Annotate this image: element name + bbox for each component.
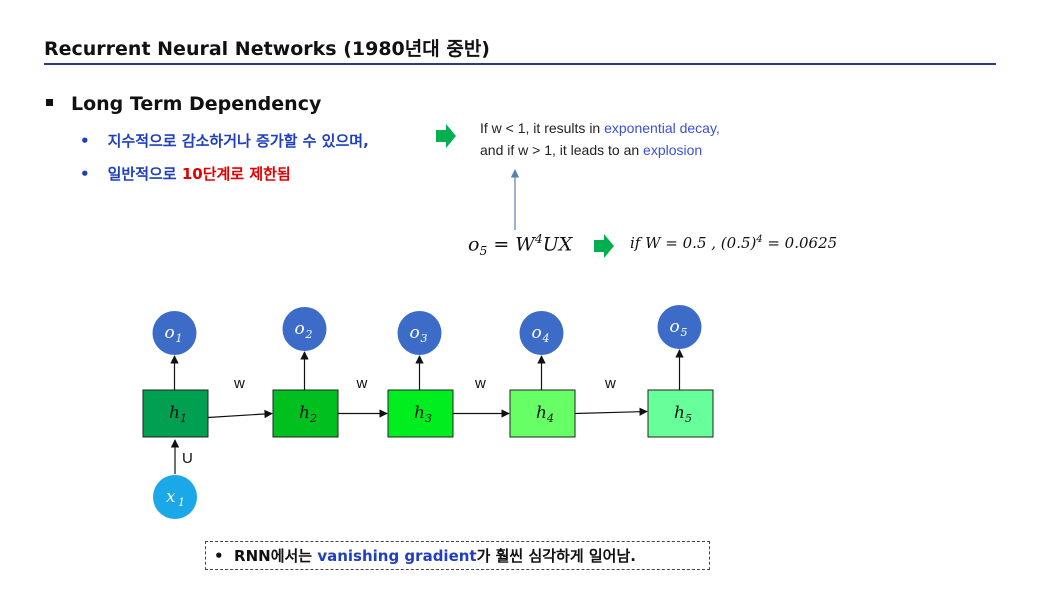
- bullet-main-label: Long Term Dependency: [71, 93, 322, 115]
- eq-ux: UX: [542, 233, 573, 256]
- note-line-2: and if w > 1, it leads to an explosion: [480, 142, 702, 158]
- sub-bullet-2-text: 일반적으로: [107, 165, 182, 183]
- dot-bullet-icon: •: [80, 132, 90, 150]
- callout-bullet-icon: •: [214, 547, 224, 565]
- sub-bullet-2-highlight: 10단계로 제한됨: [181, 165, 291, 183]
- square-bullet-icon: [46, 99, 53, 106]
- hidden-state-subscript: 1: [180, 412, 187, 425]
- note-line-1-text: If w < 1, it results in: [480, 120, 605, 136]
- hidden-state-label: h: [414, 403, 425, 423]
- callout-text-b: 가 훨씬 심각하게 일어남.: [476, 547, 636, 565]
- hidden-state-subscript: 5: [685, 412, 692, 425]
- sub-bullet-2: • 일반적으로 10단계로 제한됨: [80, 163, 291, 184]
- output-node-label: o: [532, 323, 542, 343]
- note-line-1: If w < 1, it results in exponential deca…: [480, 120, 720, 136]
- recurrent-weight-label: w: [356, 375, 368, 392]
- eq-o-symbol: o: [468, 233, 480, 256]
- output-node-o5: [657, 305, 702, 349]
- recurrent-arrow: [574, 407, 648, 416]
- callout-text-a: RNN에서는: [234, 547, 318, 565]
- output-node-o4: [519, 311, 564, 355]
- output-node-o1: [152, 311, 197, 355]
- green-arrow-icon: [594, 234, 614, 258]
- note-line-2-text: and if w > 1, it leads to an: [480, 142, 644, 158]
- hidden-state-subscript: 2: [309, 412, 317, 425]
- output-node-subscript: 1: [176, 332, 183, 345]
- eq-power: 4: [534, 232, 543, 246]
- recurrent-arrow: [207, 409, 273, 419]
- hidden-state-h4: [509, 389, 576, 438]
- output-node-subscript: 2: [305, 328, 313, 341]
- hidden-state-h5: [647, 389, 714, 438]
- hidden-state-h1: [142, 389, 209, 438]
- hidden-state-label: h: [299, 403, 310, 423]
- hidden-state-subscript: 3: [425, 412, 432, 425]
- sub-bullet-1-text: 지수적으로 감소하거나 증가할 수 있으며,: [107, 132, 369, 150]
- eq-rhs-b: = 0.0625: [762, 234, 838, 252]
- input-node-subscript: 1: [178, 496, 185, 509]
- note-line-2-highlight: explosion: [643, 142, 703, 158]
- eq-equals-w: = W: [487, 233, 535, 256]
- note-line-1-highlight: exponential decay,: [604, 120, 720, 136]
- bullet-long-term-dependency: Long Term Dependency: [46, 93, 321, 115]
- sub-bullet-1: • 지수적으로 감소하거나 증가할 수 있으며,: [80, 130, 369, 151]
- recurrent-weight-label: w: [604, 375, 616, 392]
- eq-rhs-a: if W = 0.5 , (0.5): [630, 234, 757, 252]
- output-node-subscript: 3: [421, 332, 428, 345]
- vanishing-gradient-callout: • RNN에서는 vanishing gradient가 훨씬 심각하게 일어남…: [205, 541, 710, 570]
- dot-bullet-icon: •: [80, 165, 90, 183]
- output-node-label: o: [165, 323, 175, 343]
- hidden-state-h2: [272, 389, 339, 438]
- output-node-o2: [282, 307, 327, 351]
- output-node-label: o: [670, 317, 680, 337]
- output-node-label: o: [410, 323, 420, 343]
- output-node-subscript: 4: [542, 332, 550, 345]
- green-arrow-icon: [436, 124, 456, 148]
- recurrent-weight-label: w: [474, 375, 486, 392]
- input-weight-label: U: [182, 450, 193, 467]
- output-node-o3: [397, 311, 442, 355]
- title-divider: [44, 63, 996, 65]
- recurrent-weight-label: w: [233, 375, 245, 392]
- hidden-state-label: h: [674, 403, 685, 423]
- hidden-state-subscript: 4: [546, 412, 554, 425]
- eq-rhs-power: 4: [756, 234, 763, 245]
- equation-o5: o5 = W4UX: [468, 232, 572, 258]
- page-title: Recurrent Neural Networks (1980년대 중반): [44, 38, 490, 60]
- hidden-state-label: h: [536, 403, 547, 423]
- callout-highlight: vanishing gradient: [317, 547, 477, 565]
- input-node-x1: [153, 475, 197, 519]
- equation-example: if W = 0.5 , (0.5)4 = 0.0625: [630, 234, 837, 252]
- input-node-label: x: [166, 487, 176, 507]
- output-node-subscript: 5: [681, 326, 688, 339]
- hidden-state-label: h: [169, 403, 180, 423]
- eq-o-subscript: 5: [479, 244, 488, 259]
- output-node-label: o: [295, 319, 305, 339]
